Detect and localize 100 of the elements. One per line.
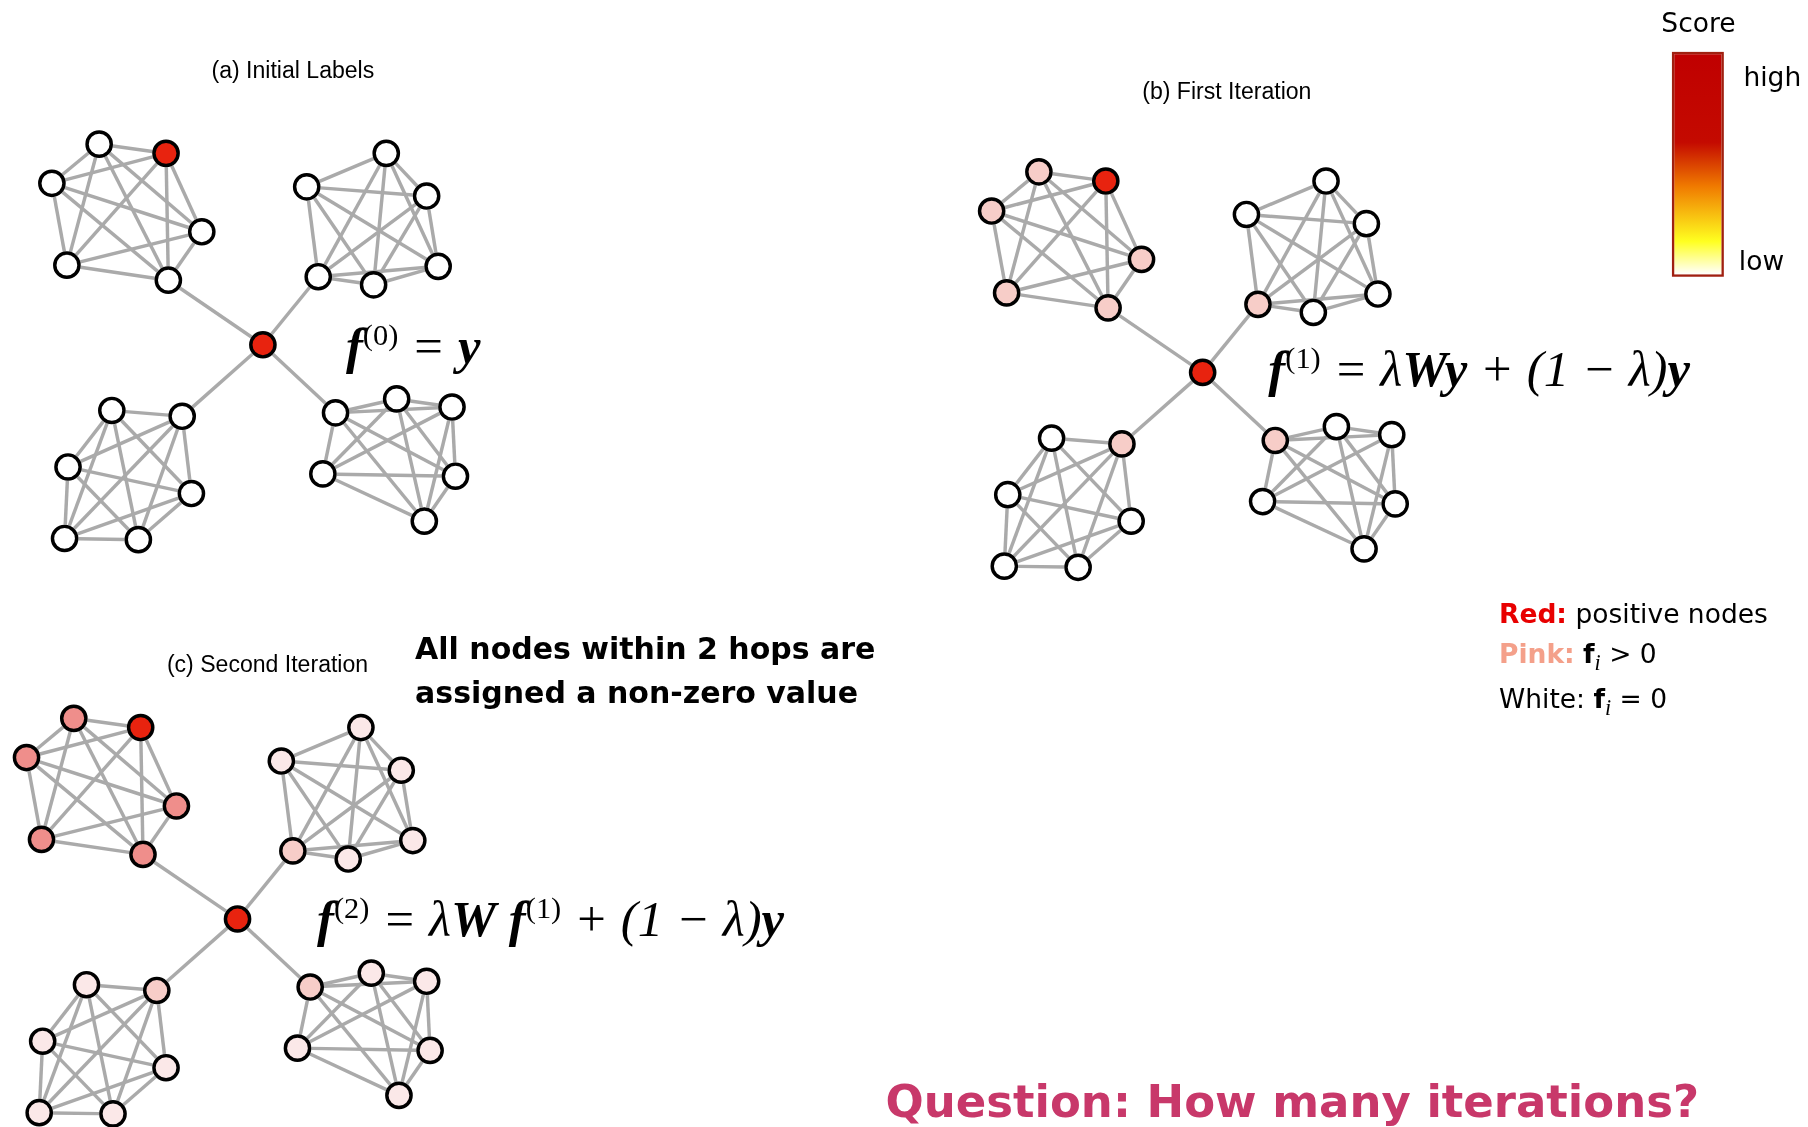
graph-node: [296, 973, 324, 1001]
graph-edge: [425, 995, 432, 1037]
graph-node: [1091, 167, 1120, 195]
graph-node: [1244, 290, 1272, 319]
graph-node: [279, 837, 307, 865]
graph-edge: [323, 974, 359, 986]
graph-edge: [55, 1042, 153, 1067]
graph-node: [1094, 294, 1122, 322]
graph-edge: [149, 816, 170, 844]
graph-edge: [1276, 500, 1382, 506]
graph-node: [53, 251, 81, 280]
graph-edge: [361, 842, 400, 857]
scale-label: high: [1743, 62, 1802, 93]
graph-edge: [331, 265, 425, 278]
graph-edge: [1274, 439, 1381, 497]
graph-edge: [427, 209, 438, 253]
graph-node: [990, 552, 1019, 580]
graph-node: [292, 172, 321, 201]
graph-edge: [1365, 447, 1391, 536]
graph-edge: [1343, 436, 1389, 494]
graph-edge: [1065, 437, 1109, 445]
graph-node: [152, 1053, 180, 1082]
graph-edge: [53, 1111, 100, 1116]
graph-node: [267, 747, 296, 775]
graph-edge: [76, 475, 130, 531]
graph-edge: [271, 352, 327, 405]
graph-edge: [1004, 182, 1093, 210]
graph-edge: [36, 725, 65, 751]
graph-edge: [405, 1060, 424, 1085]
graph-edge: [1007, 450, 1049, 554]
graph-edge: [365, 739, 409, 829]
graph-edge: [347, 741, 362, 846]
graph-node: [321, 398, 350, 427]
graph-edge: [156, 1004, 167, 1055]
graph-edge: [1282, 450, 1357, 540]
graph-edge: [394, 162, 419, 188]
graph-edge: [1114, 269, 1136, 298]
graph-edge: [54, 839, 130, 855]
graph-edge: [1104, 194, 1110, 295]
graph-edge: [384, 973, 414, 981]
panel-title: (b) First Iteration: [1142, 77, 1312, 105]
graph-node: [1117, 507, 1145, 535]
graph-node: [54, 453, 82, 481]
graph-edge: [244, 860, 286, 910]
graph-edge: [49, 994, 80, 1032]
graph-node: [99, 1100, 127, 1127]
graph-node: [385, 1081, 413, 1110]
graph-edge: [1004, 213, 1129, 257]
graph-node: [1064, 553, 1092, 582]
graph-edge: [1271, 304, 1300, 313]
panel-title: (a) Initial Labels: [211, 57, 375, 84]
graph-node: [977, 197, 1006, 225]
graph-edge: [1109, 192, 1138, 248]
graph-edge: [87, 997, 112, 1101]
graph-node: [98, 396, 126, 425]
graph-edge: [398, 412, 423, 509]
graph-node: [168, 402, 196, 431]
graph-node: [124, 525, 153, 554]
graph-edge: [1289, 433, 1378, 442]
graph-edge: [1288, 428, 1324, 440]
graph-edge: [141, 428, 180, 528]
graph-edge: [425, 420, 451, 509]
graph-edge: [450, 420, 457, 463]
graph-edge: [1263, 453, 1275, 489]
graph-edge: [79, 420, 171, 463]
graph-node: [162, 792, 191, 820]
graph-edge: [1081, 456, 1119, 555]
graph-node: [334, 845, 363, 873]
graph-edge: [323, 164, 382, 266]
graph-node: [38, 169, 66, 198]
graph-node: [50, 524, 79, 553]
graph-edge: [246, 927, 302, 979]
graph-edge: [116, 1002, 154, 1102]
graph-edge: [403, 408, 449, 467]
graph-node: [1025, 157, 1053, 186]
graph-edge: [1257, 220, 1367, 289]
graph-edge: [1286, 445, 1384, 499]
graph-edge: [349, 406, 439, 414]
graph-node: [309, 460, 337, 488]
graph-edge: [1330, 192, 1374, 283]
graph-node: [85, 130, 113, 158]
graph-edge: [306, 840, 400, 852]
graph-edge: [309, 1052, 388, 1092]
graph-node: [1352, 209, 1381, 238]
legend-text: Pink: f$_{i}$ > 0: [1499, 639, 1657, 676]
graph-node: [1188, 358, 1217, 387]
graph-edge: [61, 151, 90, 176]
graph-node: [1037, 424, 1066, 452]
graph-edge: [386, 268, 426, 283]
graph-edge: [287, 771, 342, 849]
graph-edge: [61, 190, 159, 273]
graph-edge: [1326, 296, 1366, 311]
question-text: Question: How many iterations?: [885, 1075, 1700, 1127]
graph-node: [1261, 426, 1290, 455]
graph-edge: [320, 186, 413, 197]
graph-edge: [317, 996, 392, 1086]
graph-node: [1248, 487, 1277, 516]
graph-edge: [1019, 261, 1129, 292]
graph-node: [143, 976, 171, 1005]
graph-edge: [39, 729, 128, 756]
